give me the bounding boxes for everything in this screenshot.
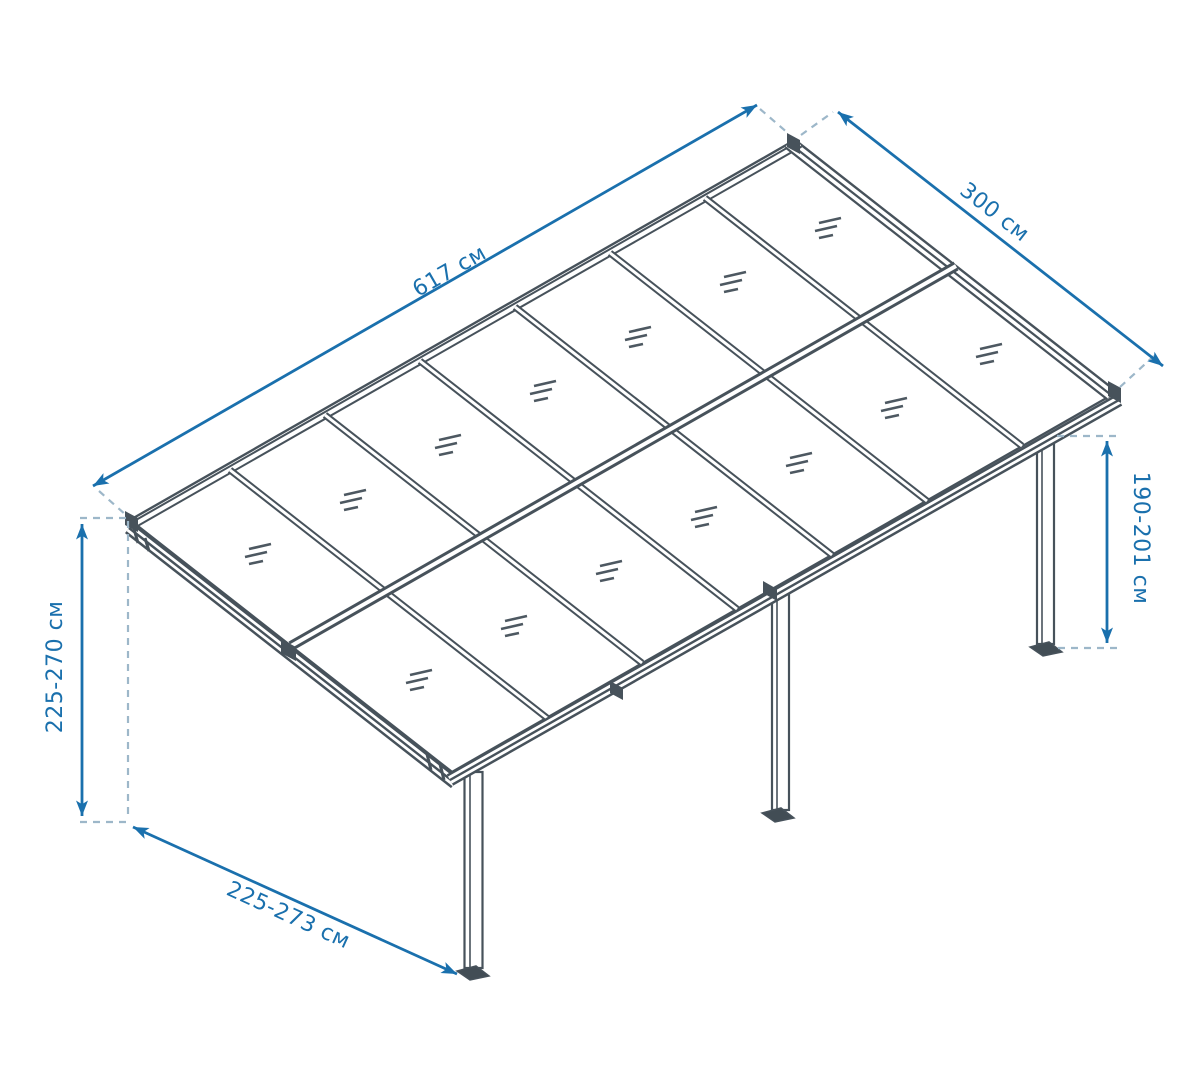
base-plate	[1028, 641, 1064, 657]
extension-line	[800, 111, 834, 136]
glass-reflection-icon	[785, 451, 813, 475]
dimension-height-front: 190-201 см	[1057, 434, 1153, 650]
dimension-height-back: 225-270 см	[43, 516, 130, 824]
glass-reflection-icon	[405, 668, 433, 692]
dimension-arrow	[92, 103, 758, 488]
gutter-hook	[425, 753, 433, 771]
posts	[455, 440, 1064, 981]
extension-line	[98, 490, 127, 516]
corner-cap-right	[1108, 381, 1121, 403]
dimension-depth-ground: 225-273 см	[132, 825, 458, 976]
post-front-left	[455, 770, 491, 981]
dimension-arrow	[132, 825, 458, 976]
dimension-label-width-back: 617 см	[409, 241, 491, 303]
glass-reflection-icon	[690, 505, 718, 529]
gutter-hook	[438, 763, 446, 781]
post-middle	[760, 592, 796, 823]
glass-reflection-icon	[814, 216, 842, 240]
glass-reflection-icon	[500, 614, 528, 638]
dimension-label-height-back: 225-270 см	[43, 601, 68, 734]
dimension-label-depth-ground: 225-273 см	[223, 877, 354, 955]
post-right	[1028, 440, 1064, 657]
glass-reflection-icon	[339, 488, 367, 512]
dimension-label-height-front: 190-201 см	[1128, 472, 1153, 605]
corner-cap-top	[787, 133, 800, 154]
gutter-hook	[132, 528, 140, 544]
dimension-arrow	[837, 110, 1164, 368]
glass-reflection-icon	[880, 396, 908, 420]
glass-reflection-icon	[595, 559, 623, 583]
purlin-gutter-bracket	[281, 639, 296, 661]
gutter-splice-bracket	[610, 681, 623, 700]
post-top-bracket	[763, 581, 777, 601]
base-plate	[455, 965, 491, 981]
gutter-front	[446, 394, 1123, 786]
extension-line	[1119, 354, 1156, 388]
glass-reflection-icon	[244, 542, 272, 566]
extension-line	[759, 108, 790, 135]
gutter-hook	[143, 537, 151, 552]
base-plate	[760, 807, 796, 823]
